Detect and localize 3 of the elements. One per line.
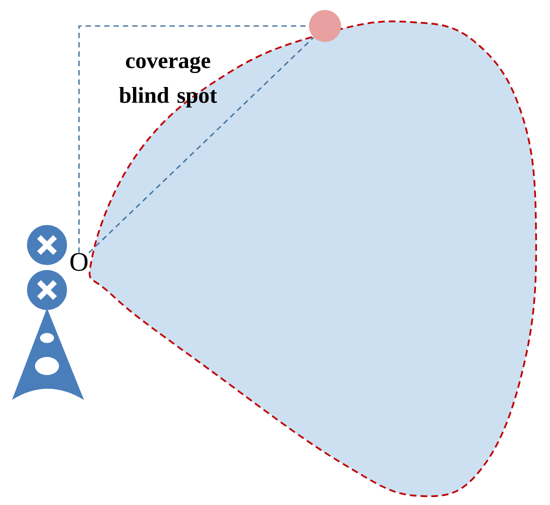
receiver-dot (309, 10, 341, 42)
caption-text: coverage blind spot (119, 56, 218, 108)
point-label: O (70, 253, 88, 271)
